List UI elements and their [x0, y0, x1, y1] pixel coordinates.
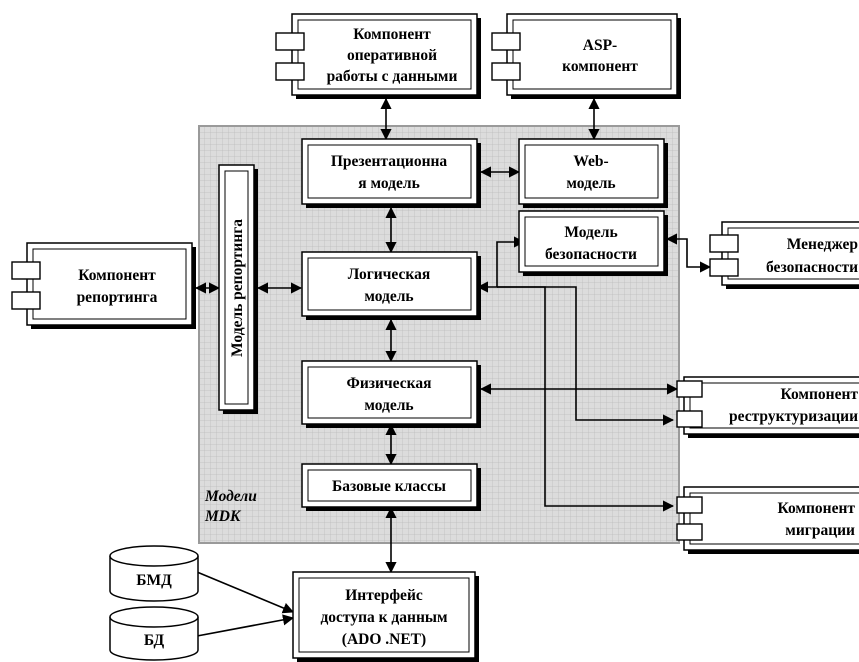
reporting-model-box: Модель репортинга [218, 164, 258, 414]
data-access-line1: Интерфейс [345, 587, 423, 604]
migration-component: Компонент миграции [676, 486, 859, 554]
mdk-label-line1: Модели [204, 488, 257, 505]
operational-data-line2: оперативной [347, 47, 437, 64]
logical-model-line2: модель [364, 288, 413, 305]
presentation-model-line2: я модель [358, 175, 420, 192]
web-model-line2: модель [566, 175, 615, 192]
web-model-box: Web- модель [518, 138, 668, 208]
base-classes-label: Базовые классы [332, 478, 446, 495]
asp-component-line1: ASP- [583, 37, 617, 54]
security-manager-line2: безопасности [766, 259, 858, 276]
data-access-line2: доступа к данным [320, 609, 448, 626]
database-bmd: БМД [109, 545, 199, 602]
base-classes-box: Базовые классы [301, 463, 481, 511]
restructuring-line2: реструктуризации [729, 408, 858, 425]
logical-model-box: Логическая модель [301, 251, 481, 320]
security-model-line1: Модель [564, 224, 617, 241]
physical-model-box: Физическая модель [301, 360, 481, 428]
physical-model-line2: модель [364, 397, 413, 414]
web-model-line1: Web- [573, 153, 608, 170]
security-model-box: Модель безопасности [518, 210, 668, 276]
operational-data-component: Компонент оперативной работы с данными [275, 13, 481, 99]
reporting-component-line2: репортинга [77, 289, 158, 306]
asp-component-line2: компонент [562, 58, 638, 75]
operational-data-line3: работы с данными [327, 68, 458, 85]
reporting-model-label: Модель репортинга [229, 219, 246, 357]
security-model-line2: безопасности [545, 246, 637, 263]
migration-line1: Компонент [777, 500, 855, 517]
restructuring-line1: Компонент [780, 386, 858, 403]
presentation-model-line1: Презентационна [331, 153, 448, 170]
reporting-component-line1: Компонент [78, 267, 156, 284]
mdk-label-line2: MDK [204, 508, 242, 525]
data-access-interface: Интерфейс доступа к данным (ADO .NET) [292, 571, 479, 662]
database-bd: БД [109, 606, 199, 661]
operational-data-line1: Компонент [353, 26, 431, 43]
data-access-line3: (ADO .NET) [342, 631, 426, 648]
security-manager-line1: Менеджер [787, 236, 858, 253]
security-manager-component: Менеджер безопасности [709, 221, 859, 289]
presentation-model-box: Презентационна я модель [301, 138, 481, 208]
migration-line2: миграции [785, 522, 855, 539]
reporting-component: Компонент репортинга [11, 242, 196, 329]
restructuring-component: Компонент реструктуризации [676, 376, 859, 438]
asp-component: ASP- компонент [491, 13, 681, 99]
physical-model-line1: Физическая [347, 375, 432, 392]
logical-model-line1: Логическая [348, 266, 430, 283]
database-bmd-label: БМД [136, 572, 172, 589]
connectors [194, 97, 712, 637]
database-bd-label: БД [144, 632, 165, 649]
